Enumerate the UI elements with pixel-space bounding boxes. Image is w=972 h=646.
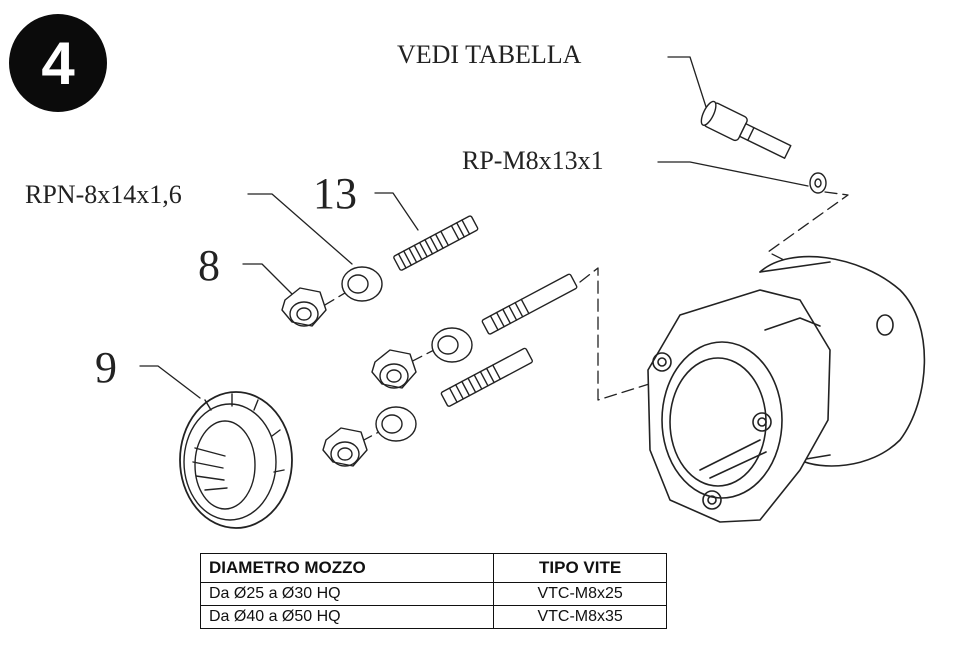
step-number: 4 (41, 29, 75, 97)
washer-lower (375, 406, 417, 442)
washer-rp (809, 172, 827, 194)
label-part-9: 9 (95, 343, 117, 392)
cell-diametro: Da Ø25 a Ø30 HQ (199, 582, 495, 606)
cell-tipo-vite: VTC-M8x35 (493, 605, 667, 629)
nut-lower (322, 427, 368, 467)
label-washer-rp: RP-M8x13x1 (462, 146, 604, 175)
nut-8 (281, 287, 327, 327)
header-tipo-vite: TIPO VITE (493, 553, 667, 583)
hub-carrier (647, 255, 926, 523)
label-vedi-tabella: VEDI TABELLA (397, 40, 582, 69)
label-part-13: 13 (313, 169, 357, 218)
ring-nut-9 (179, 391, 293, 529)
cap-screw (700, 100, 792, 159)
table-header-row: DIAMETRO MOZZO TIPO VITE (199, 553, 667, 583)
washer-rpn (341, 266, 383, 302)
header-diametro-mozzo: DIAMETRO MOZZO (199, 553, 495, 583)
cell-diametro: Da Ø40 a Ø50 HQ (199, 605, 495, 629)
leader-lines (139, 56, 809, 399)
cell-tipo-vite: VTC-M8x25 (493, 582, 667, 606)
screw-spec-table: DIAMETRO MOZZO TIPO VITE Da Ø25 a Ø30 HQ… (199, 553, 667, 629)
stud-lower (440, 347, 533, 407)
label-washer-rpn: RPN-8x14x1,6 (25, 180, 182, 209)
washer-middle (431, 327, 473, 363)
table-row: Da Ø40 a Ø50 HQ VTC-M8x35 (199, 605, 667, 629)
nut-middle (371, 349, 417, 389)
label-part-8: 8 (198, 241, 220, 290)
stud-middle (481, 273, 578, 335)
stud-13 (393, 215, 479, 271)
step-number-badge: 4 (9, 14, 107, 112)
table-row: Da Ø25 a Ø30 HQ VTC-M8x25 (199, 582, 667, 606)
